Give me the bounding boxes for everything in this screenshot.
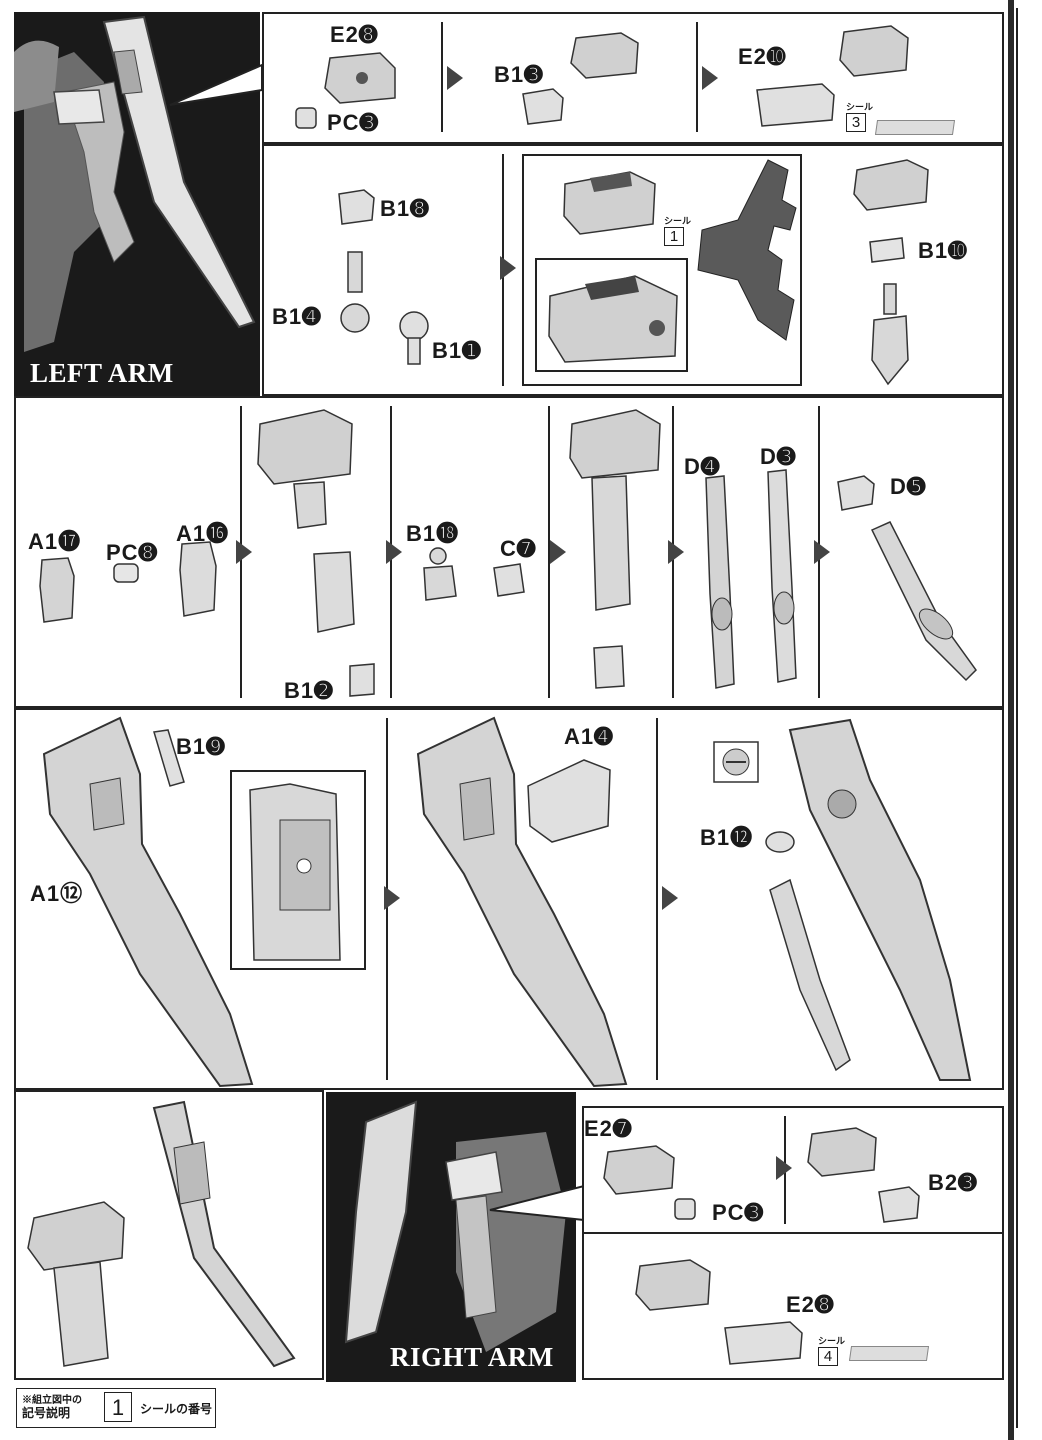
part-label-pc-3-b: PC➌	[712, 1200, 764, 1225]
step-arrow	[386, 540, 402, 564]
left-arm-illustration	[14, 15, 256, 352]
part-e2-8-illustration	[724, 1321, 803, 1365]
part-c-7-illustration	[493, 563, 525, 597]
left-arm-title: LEFT ARM	[30, 358, 174, 388]
part-b1-8-illustration	[338, 189, 375, 225]
part-b1-12-illustration	[765, 831, 795, 853]
part-d-3-illustration	[767, 469, 797, 683]
right-arm-illustration	[344, 1100, 566, 1352]
step-arrow	[776, 1156, 792, 1180]
part-label-b1-1: B1➊	[432, 338, 482, 363]
part-b1-1-illustration	[399, 311, 429, 365]
full-arm-assembly-illustration	[569, 409, 661, 689]
step-arrow	[550, 540, 566, 564]
part-pc-3-b-illustration	[674, 1198, 696, 1220]
part-label-b1-12: B1⓬	[700, 825, 754, 850]
forearm-blade-illustration	[870, 521, 977, 682]
part-label-d-5: D➎	[890, 474, 927, 499]
part-a1-4-illustration	[527, 759, 611, 843]
part-b2-3-upper-illustration	[807, 1127, 877, 1177]
part-label-b1-18: B1⓲	[406, 521, 460, 546]
step-arrow	[236, 540, 252, 564]
shoulder-block-right-illustration	[635, 1259, 711, 1311]
part-label-b1-4: B1➍	[272, 304, 322, 329]
step-arrow	[814, 540, 830, 564]
part-label-e2-7: E2➐	[584, 1116, 633, 1141]
shoulder-block-illustration	[563, 171, 656, 235]
part-label-c-7: C➐	[500, 536, 537, 561]
step-arrow	[662, 886, 678, 910]
callout-wedge	[169, 63, 263, 106]
step-arrow	[500, 256, 516, 280]
part-e2-10-lower-illustration	[756, 83, 835, 127]
adjacent-page-divider	[1008, 0, 1014, 1440]
step-arrow	[447, 66, 463, 90]
seal-3: シール 3	[846, 102, 874, 132]
part-label-d-3: D➌	[760, 444, 797, 469]
upper-arm-joint-illustration	[871, 283, 909, 386]
upper-arm-assembly-illustration	[257, 409, 375, 697]
part-label-pc-8: PC➑	[106, 540, 158, 565]
part-label-b2-3: B2➌	[928, 1170, 978, 1195]
seal-4: シール 4	[818, 1336, 846, 1366]
part-b1-3-upper-illustration	[570, 32, 639, 79]
part-d-4-illustration	[705, 475, 735, 689]
part-b1-9-illustration	[153, 729, 185, 787]
legend-title: ※組立図中の 記号説明	[22, 1395, 82, 1420]
part-label-e2-8: E2➑	[786, 1292, 835, 1317]
part-label-e2-9: E2➑	[330, 22, 379, 47]
step-arrow	[668, 540, 684, 564]
part-b1-3-block-illustration	[522, 88, 564, 125]
part-label-a1-4: A1➍	[564, 724, 614, 749]
part-label-b1-8: B1➑	[380, 196, 430, 221]
part-e2-9-illustration	[324, 52, 396, 104]
legend-seal-number-box: 1	[104, 1392, 132, 1422]
legend-seal-description: シールの番号	[140, 1402, 213, 1416]
seal-4-strip	[848, 1346, 930, 1361]
part-b2-3-block-illustration	[878, 1186, 920, 1223]
right-arm-title: RIGHT ARM	[390, 1342, 554, 1372]
part-label-b1-10: B1➓	[918, 238, 968, 263]
part-d-5-illustration	[837, 475, 875, 511]
step-panel-row3	[14, 396, 1004, 708]
callout-bubble-b1-12	[713, 741, 759, 783]
part-label-a1-11: A1⑫	[30, 881, 84, 906]
shield-with-arm-illustration	[769, 718, 972, 1081]
step-arrow	[384, 886, 400, 910]
left-arm-photo-panel: LEFT ARM	[14, 12, 260, 396]
part-e2-7-illustration	[603, 1145, 675, 1195]
part-b1-18-illustration	[423, 547, 457, 601]
part-label-b1-9: B1➒	[176, 734, 226, 759]
part-label-b1-3: B1➌	[494, 62, 544, 87]
part-label-b1-2: B1➋	[284, 678, 334, 703]
arm-shield-attachment-illustration	[27, 1100, 296, 1368]
shield-assembly-illustration	[416, 716, 628, 1088]
shoulder-block-upper-illustration	[853, 159, 929, 211]
part-label-a1-17: A1⓱	[28, 529, 82, 554]
callout-wedge-right	[489, 1184, 585, 1222]
part-pc-3-illustration	[295, 107, 317, 129]
part-pc-8-illustration	[113, 563, 139, 583]
part-b1-10-illustration	[869, 237, 905, 263]
part-label-e2-10: E2➓	[738, 44, 787, 69]
right-arm-photo-panel: RIGHT ARM	[326, 1092, 576, 1382]
adjacent-page-edge	[1016, 8, 1042, 1428]
seal-1: シール 1	[664, 216, 692, 246]
seal-1-decal-shape	[697, 159, 797, 341]
part-a1-11-shield-illustration	[42, 716, 254, 1088]
seal-3-strip	[874, 120, 956, 135]
zoomed-shoulder-illustration	[548, 275, 678, 363]
part-b1-4-illustration	[340, 251, 370, 333]
zoomed-shield-mount-illustration	[249, 783, 341, 961]
part-label-pc-3: PC➌	[327, 110, 379, 135]
step-arrow	[702, 66, 718, 90]
part-a1-16-illustration	[179, 541, 217, 617]
part-a1-17-illustration	[39, 557, 75, 623]
part-e2-10-upper-illustration	[839, 25, 909, 77]
part-label-d-4: D➍	[684, 454, 721, 479]
